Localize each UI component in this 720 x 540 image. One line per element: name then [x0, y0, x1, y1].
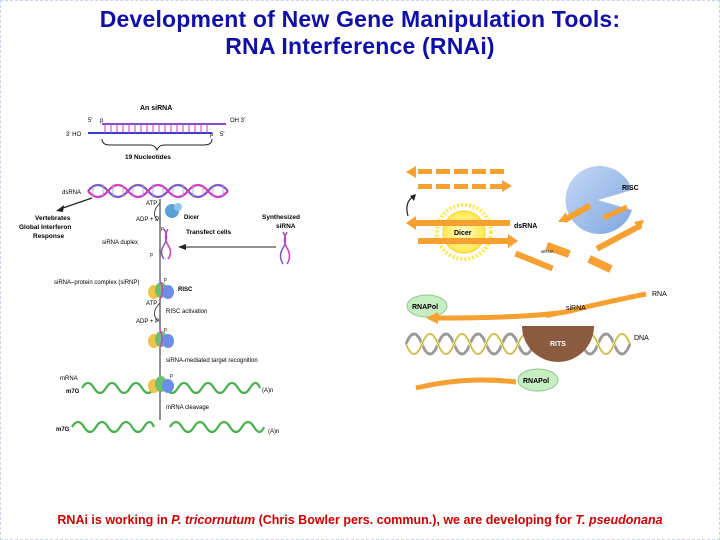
risc-label-right: RISC: [622, 185, 639, 192]
rits-sirna: [545, 308, 577, 318]
synthesized-sirna-label: siRNA: [276, 223, 296, 230]
adp-pi-label: ADP + Pi: [136, 217, 160, 223]
sirna-duplex-strand: [160, 228, 172, 260]
sirna-title: An siRNA: [140, 105, 172, 112]
slide-title: Development of New Gene Manipulation Too…: [0, 6, 720, 60]
phosphate-label-2: p: [210, 132, 214, 138]
vertebrates-arrowhead: [56, 205, 64, 212]
nucleotides-label: 19 Nucleotides: [125, 154, 171, 161]
footer-text-1: RNAi is working in: [57, 513, 172, 527]
rits-complex: [522, 326, 594, 362]
mrna-p-label: p: [170, 373, 173, 379]
sirna-label-right: siRNA: [566, 305, 586, 312]
response-label: Response: [33, 233, 64, 240]
cleaved-mrna-5: [71, 420, 156, 434]
rits-sirna-gap: [552, 292, 566, 304]
dicer-enzyme: [165, 203, 182, 218]
dicer-label: Dicer: [184, 215, 200, 221]
five-prime-label: 5': [88, 118, 92, 124]
atp-label-2: ATP: [146, 301, 157, 307]
sirna-fragments: [514, 202, 644, 273]
rnai-pathway-diagram: An siRNA 5' p OH 3' 3' HO p 5' 19 Nucleo…: [0, 95, 330, 440]
dsrna-label-right: dsRNA: [514, 223, 537, 230]
risc-on-mrna: [148, 376, 174, 393]
footer-text-2: (Chris Bowler pers. commun.), we are dev…: [255, 513, 576, 527]
rna-arrowhead: [426, 312, 438, 324]
transfect-label: Transfect cells: [186, 229, 232, 236]
sirnp-p-label: p: [164, 277, 167, 283]
polya-label: (A)n: [262, 388, 273, 394]
rna-label: RNA: [652, 291, 667, 298]
mrna-cleavage-label: mRNA cleavage: [166, 405, 210, 411]
risc-label-left: RISC: [178, 287, 193, 293]
footer-note: RNAi is working in P. tricornutum (Chris…: [0, 513, 720, 527]
rits-mechanism-diagram: Dicer dsRNA RISC siRNA RNAPol RNA DNA RI…: [396, 150, 718, 400]
risc-p-label: p: [164, 327, 167, 333]
synthesized-sirna-strand: [279, 231, 291, 265]
dna-label: DNA: [634, 335, 649, 342]
nucleotides-brace: [101, 138, 213, 152]
m7g-label: m7G: [66, 389, 80, 395]
adp-pi-label-2: ADP + Pi: [136, 319, 160, 325]
rnapol-lower: [517, 368, 559, 392]
atp-hydrolysis-arrow: [154, 202, 161, 222]
lower-transcript: [415, 377, 517, 391]
activated-risc: [148, 329, 174, 348]
vertebrates-arrow: [59, 197, 93, 210]
dsrna-through-dicer: [406, 216, 518, 248]
synthesized-label: Synthesized: [262, 214, 300, 221]
rnapol-label-1: RNAPol: [412, 304, 438, 311]
rits-notch: [528, 317, 588, 326]
rnapol-upper: [406, 294, 448, 318]
duplex-p-top: p: [161, 226, 164, 232]
interferon-label: Global Interferon: [19, 224, 71, 231]
sirnp-complex: [148, 280, 174, 300]
phosphate-label: p: [100, 118, 104, 124]
risc-complex: [565, 166, 632, 234]
sirnp-label: siRNA–protein complex (siRNP): [54, 280, 139, 286]
five-prime-right-label: 5': [220, 132, 224, 138]
dna-helix: [404, 332, 632, 356]
rnapol-label-2: RNAPol: [523, 378, 549, 385]
polya-label-2: (A)n: [268, 429, 279, 435]
duplex-p-bottom: p: [150, 252, 153, 258]
dsrna-helix: [87, 183, 229, 199]
sirna-duplex-label: siRNA duplex: [102, 240, 138, 246]
mrna-strand: [81, 381, 262, 395]
footer-species-2: T. pseudonana: [575, 513, 663, 527]
dsrna-label: dsRNA: [62, 190, 81, 196]
rna-transcript: [435, 291, 647, 321]
risc-sirna-fragment: [602, 204, 629, 221]
atp-hydrolysis-arrow-2: [154, 302, 161, 322]
risc-activation-label: RISC activation: [166, 309, 207, 315]
mrna-label: mRNA: [60, 376, 78, 382]
title-line-1: Development of New Gene Manipulation Too…: [99, 6, 621, 32]
oh-3-label: OH 3': [230, 118, 245, 124]
atp-label: ATP: [146, 201, 157, 207]
footer-species-1: P. tricornutum: [171, 513, 256, 527]
sirna-duplex-top: [88, 123, 226, 134]
cleaved-mrna-3: [169, 420, 266, 434]
title-line-2: RNA Interference (RNAi): [225, 33, 495, 59]
dsrna-dashed-strands: [406, 166, 512, 192]
cycle-arrowhead: [410, 194, 416, 201]
transfect-arrowhead: [178, 244, 186, 250]
target-recognition-label: siRNA-mediated target recognition: [166, 358, 258, 364]
vertebrates-label: Vertebrates: [35, 215, 71, 222]
m7g-label-2: m7G: [56, 427, 70, 433]
sirna-fragment-label: siRNA: [541, 249, 554, 254]
three-ho-label: 3' HO: [66, 132, 81, 138]
rits-label: RITS: [550, 341, 566, 348]
dicer-label-right: Dicer: [454, 230, 472, 237]
